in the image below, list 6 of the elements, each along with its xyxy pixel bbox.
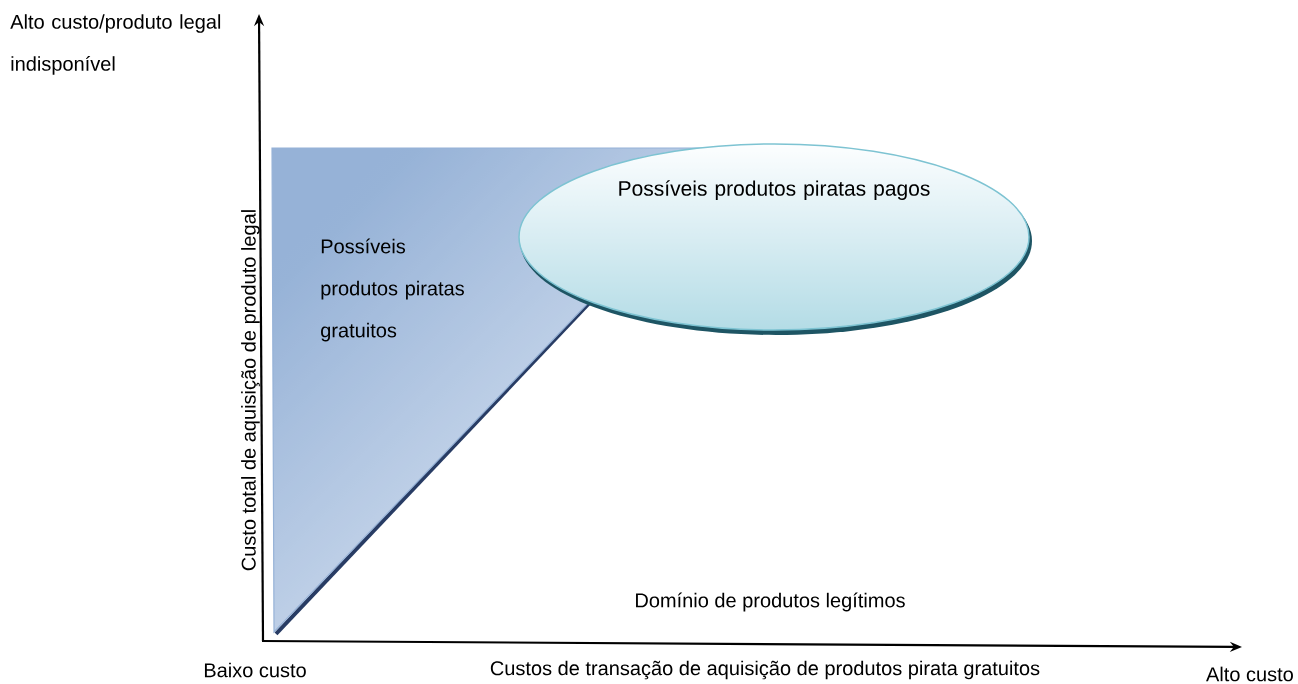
ellipse-region: Possíveis produtos piratas pagos	[518, 143, 1032, 335]
axis-title: Custos de transação de aquisição de produtos pirata gratuitos	[490, 660, 1040, 680]
axis-title: Custo total de aquisição de produto legal	[241, 210, 260, 571]
axis-end-label: Baixo custo	[204, 662, 306, 678]
axis-end-label: Alto custo	[1206, 666, 1293, 682]
axis-end-label: Alto custo/produto legal indisponível	[10, 14, 221, 75]
